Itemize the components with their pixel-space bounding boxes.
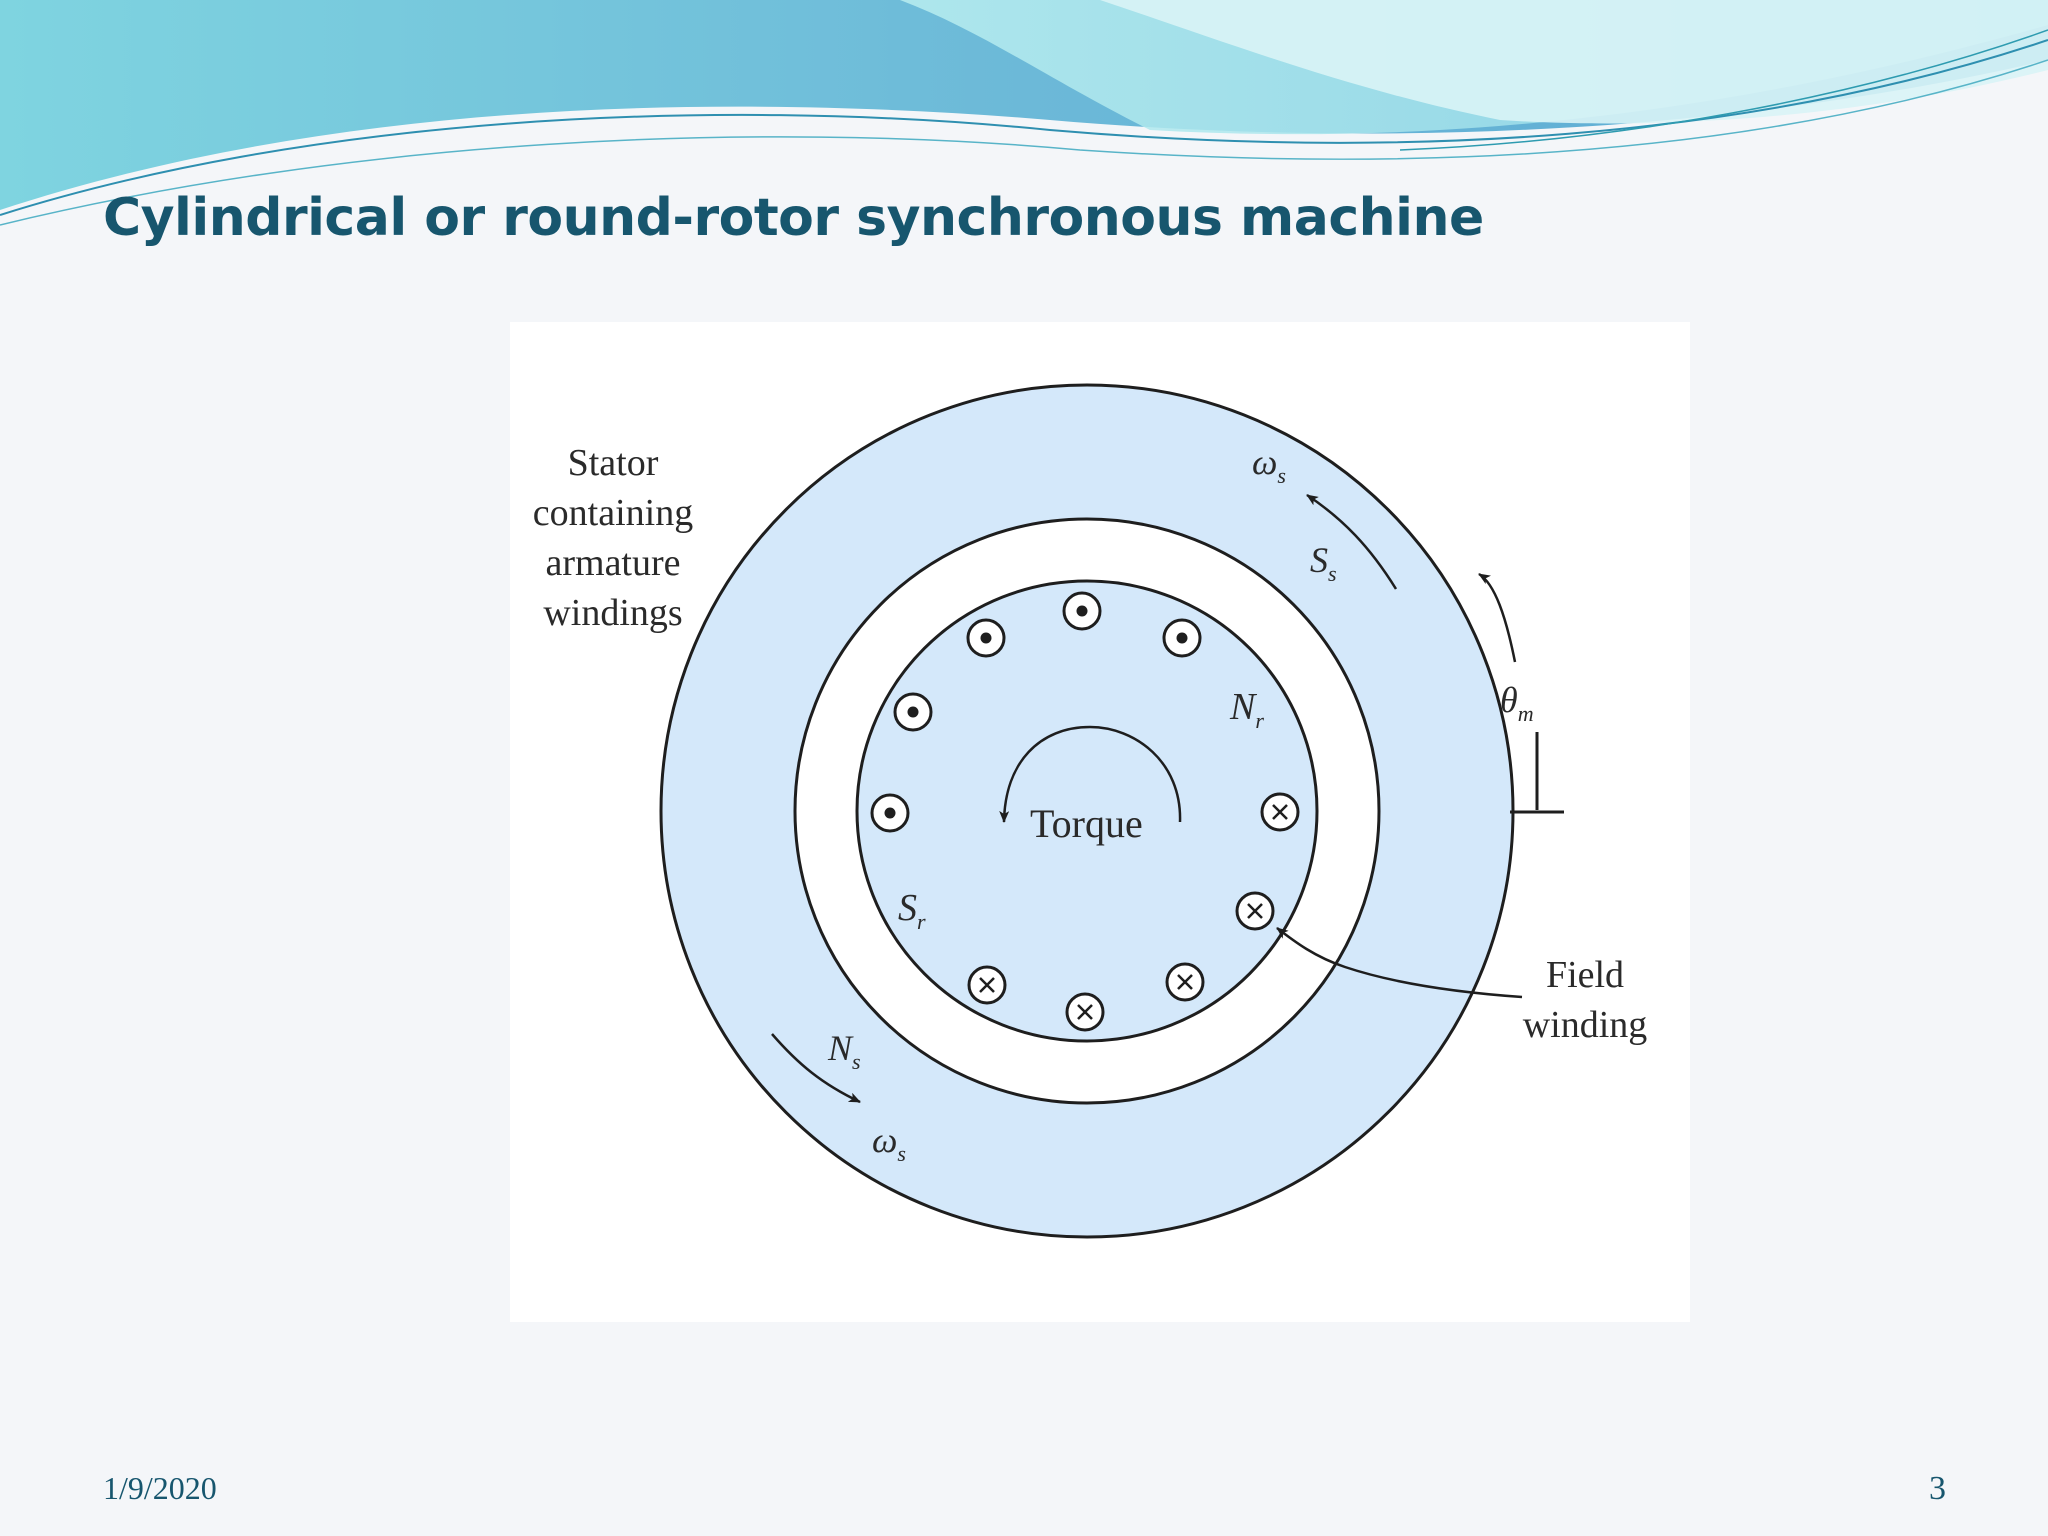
conductor-cross-icon [967,965,1007,1005]
rotor-north-label: Nr [1229,686,1264,733]
conductor-dot-icon [1162,618,1202,658]
field-winding-label-line: winding [1523,1004,1648,1046]
omega-bottom-arrow [771,1033,861,1104]
header-wave-banner [0,0,2048,226]
theta-label: θm [1500,680,1534,726]
conductor-dot-icon [893,692,933,732]
conductor-dot-icon [870,793,910,833]
stator-label-line: containing [533,492,693,534]
synchronous-machine-diagram: Torque Nr Sr Ss Ns ωs ωs θm Stator conta… [533,383,1648,1239]
stator-label: Stator containing armature windings [533,442,693,634]
theta-reference-line [1510,732,1564,814]
conductor-dot-icon [966,618,1006,658]
conductor-cross-icon [1235,891,1275,931]
field-winding-leader-arrow [1276,927,1523,999]
machine-diagram-panel: Torque Nr Sr Ss Ns ωs ωs θm Stator conta… [510,322,1690,1322]
theta-arrow [1478,572,1517,663]
omega-top-label: ωs [1252,442,1286,488]
torque-arrow [999,725,1182,823]
stator-label-line: armature [545,542,680,584]
stator-north-label: Ns [827,1028,861,1074]
conductor-cross-icon [1260,792,1300,832]
slide-title: Cylindrical or round-rotor synchronous m… [103,188,1484,248]
conductor-cross-group [967,792,1300,1032]
stator-south-label: Ss [1310,540,1337,586]
rotor-south-label: Sr [898,887,926,934]
page-number: 3 [1929,1470,1946,1507]
stator-label-line: Stator [568,442,659,484]
conductor-dot-icon [1062,591,1102,631]
torque-label: Torque [1030,801,1143,846]
field-winding-label: Field winding [1523,954,1648,1046]
conductor-cross-icon [1065,992,1105,1032]
conductor-dot-group [870,591,1202,833]
footer-date: 1/9/2020 [103,1470,217,1506]
omega-top-arrow [1306,493,1398,590]
rotor-circle [855,579,1319,1043]
stator-label-line: windings [543,592,682,634]
field-winding-label-line: Field [1546,954,1624,996]
omega-bottom-label: ωs [872,1120,906,1166]
conductor-cross-icon [1165,962,1205,1002]
